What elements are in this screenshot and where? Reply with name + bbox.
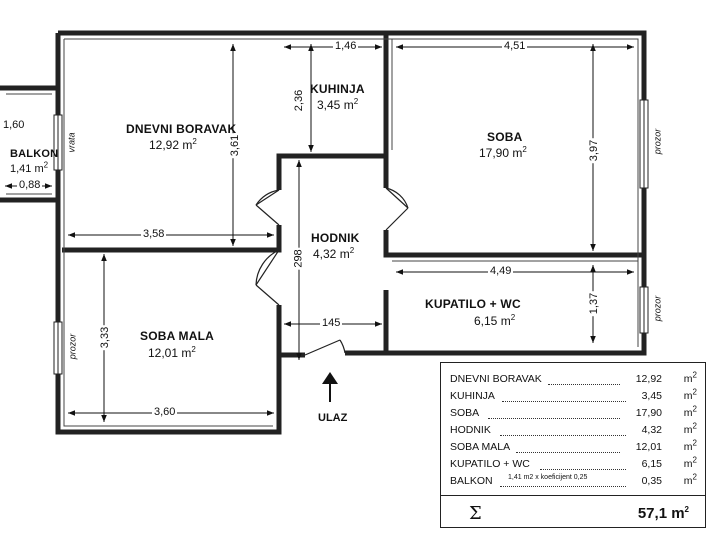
soba-mala-name: SOBA MALA — [140, 329, 215, 343]
dimension-lines — [5, 44, 634, 422]
kuhinja-width-dim: 1,46 — [333, 40, 359, 52]
doors — [255, 187, 409, 356]
row-name: SOBA — [450, 407, 480, 419]
table-row: KUPATILO + WC 6,15 m2 — [450, 455, 697, 473]
dnevni-boravak-height-dim: 3,61 — [229, 132, 242, 159]
row-value: 0,35 — [641, 475, 662, 487]
total-area: 57,1 m2 — [637, 505, 689, 522]
dnevni-boravak-width-dim: 3,58 — [141, 228, 167, 240]
kuhinja-area: 3,45 m2 — [317, 97, 359, 112]
hodnik-height-dim: 298 — [292, 247, 305, 270]
kupatilo-width-dim: 4,49 — [488, 265, 514, 277]
kupatilo-height-dim: 1,37 — [588, 290, 601, 317]
row-value: 6,15 — [641, 458, 662, 470]
table-row: HODNIK 4,32 m2 — [450, 421, 697, 439]
hodnik-name: HODNIK — [311, 231, 360, 245]
dnevni-boravak-area: 12,92 m2 — [149, 137, 197, 152]
entrance-arrow-icon — [322, 372, 338, 402]
table-row: SOBA 17,90 m2 — [450, 404, 697, 422]
row-unit: m2 — [683, 387, 697, 402]
table-row: KUHINJA 3,45 m2 — [450, 387, 697, 405]
windows — [53, 99, 649, 375]
soba-area: 17,90 m2 — [479, 145, 527, 160]
dnevni-boravak-name: DNEVNI BORAVAK — [126, 122, 237, 136]
row-value: 4,32 — [641, 424, 662, 436]
row-unit: m2 — [683, 370, 697, 385]
soba-name: SOBA — [487, 130, 523, 144]
table-row: DNEVNI BORAVAK 12,92 m2 — [450, 370, 697, 388]
soba-mala-height-dim: 3,33 — [99, 324, 112, 351]
table-row: BALKON 1,41 m2 x koeficijent 0,25 0,35 m… — [450, 472, 697, 490]
soba-mala-area: 12,01 m2 — [148, 345, 196, 360]
row-name: KUPATILO + WC — [450, 458, 530, 470]
row-value: 17,90 — [635, 407, 662, 419]
row-unit: m2 — [683, 472, 697, 487]
row-unit: m2 — [683, 421, 697, 436]
sigma-icon: Σ — [469, 503, 482, 524]
table-row: SOBA MALA 12,01 m2 — [450, 438, 697, 456]
row-name: SOBA MALA — [450, 441, 511, 453]
balkon-height-dim: 1,60 — [1, 119, 27, 131]
area-summary-table: DNEVNI BORAVAK 12,92 m2 KUHINJA 3,45 m2 … — [440, 362, 706, 528]
sum-divider — [441, 495, 705, 496]
entrance-label: ULAZ — [318, 412, 348, 424]
soba-mala-window-label: prozor — [67, 333, 78, 360]
row-unit: m2 — [683, 455, 697, 470]
wall-inner-lines — [6, 38, 639, 427]
soba-mala-width-dim: 3,60 — [152, 406, 178, 418]
kupatilo-window-label: prozor — [652, 295, 663, 322]
row-unit: m2 — [683, 438, 697, 453]
kuhinja-name: KUHINJA — [310, 82, 365, 96]
row-name: HODNIK — [450, 424, 491, 436]
kupatilo-area: 6,15 m2 — [474, 313, 516, 328]
balkon-area: 1,41 m2 — [10, 160, 49, 175]
hodnik-area: 4,32 m2 — [313, 246, 355, 261]
row-name: KUHINJA — [450, 390, 495, 402]
row-name: BALKON — [450, 475, 493, 487]
row-value: 3,45 — [641, 390, 662, 402]
kupatilo-name: KUPATILO + WC — [425, 297, 521, 311]
row-value: 12,92 — [635, 373, 662, 385]
hodnik-width-dim: 145 — [320, 317, 343, 329]
row-value: 12,01 — [635, 441, 662, 453]
row-name: DNEVNI BORAVAK — [450, 373, 542, 385]
soba-height-dim: 3,97 — [588, 137, 601, 164]
balkon-name: BALKON — [10, 148, 59, 160]
kuhinja-height-dim: 2,36 — [293, 87, 306, 114]
balkon-width-dim: 0,88 — [17, 179, 43, 191]
balkon-coefficient-note: 1,41 m2 x koeficijent 0,25 — [508, 474, 588, 481]
row-unit: m2 — [683, 404, 697, 419]
soba-window-label: prozor — [652, 128, 663, 155]
door-label: vrata — [66, 132, 77, 153]
soba-width-dim: 4,51 — [502, 40, 528, 52]
